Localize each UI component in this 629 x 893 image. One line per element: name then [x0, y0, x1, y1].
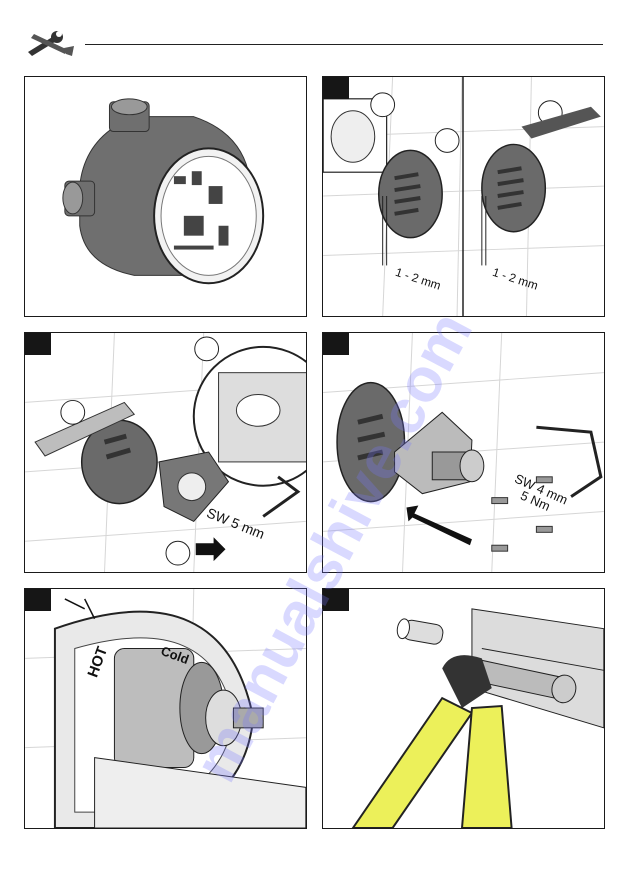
- tiling-depth-illustration: 1 - 2 mm 1 - 2 mm: [323, 77, 604, 316]
- panel-cut-rod: [322, 588, 605, 829]
- step-marker: [25, 589, 51, 611]
- dim-right-label: 1 - 2 mm: [491, 265, 540, 293]
- panel-remove-cover: SW 5 mm: [24, 332, 307, 573]
- cut-rod-illustration: [351, 608, 604, 828]
- remove-cover-illustration: SW 5 mm: [25, 333, 306, 572]
- installation-box-illustration: [62, 98, 265, 285]
- step-marker: [25, 333, 51, 355]
- cartridge-closeup-illustration: HOT Cold: [25, 589, 306, 828]
- panel-installation-box: [24, 76, 307, 317]
- header-rule: [85, 44, 603, 45]
- panel-tiling-depth: 1 - 2 mm 1 - 2 mm: [322, 76, 605, 317]
- step-marker: [323, 589, 349, 611]
- step-marker: [323, 333, 349, 355]
- panel-mount-body: SW 4 mm 5 Nm: [322, 332, 605, 573]
- panel-cartridge-closeup: HOT Cold: [24, 588, 307, 829]
- sw5-label: SW 5 mm: [205, 504, 267, 542]
- step-marker: [323, 77, 349, 99]
- wrench-tools-icon: [24, 26, 76, 60]
- dim-left-label: 1 - 2 mm: [394, 265, 443, 293]
- mount-body-illustration: SW 4 mm 5 Nm: [323, 333, 604, 572]
